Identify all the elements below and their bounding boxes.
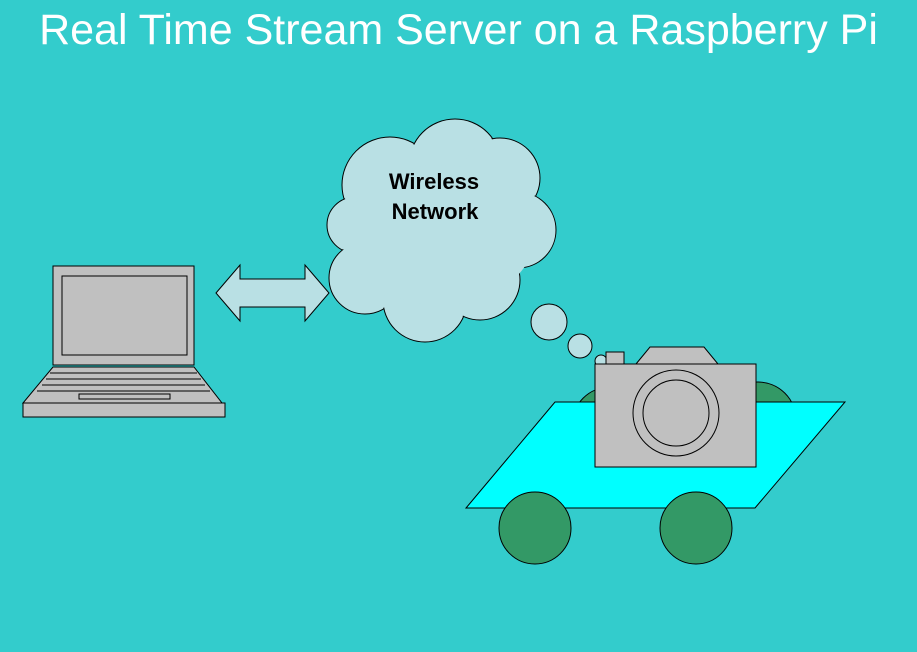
front-wheel-left [499, 492, 571, 564]
cloud-label-line2: Network [392, 199, 480, 224]
front-wheel-right [660, 492, 732, 564]
double-arrow-icon [216, 265, 329, 321]
cloud-icon [327, 119, 607, 367]
cloud-label-line1: Wireless [389, 169, 479, 194]
camera-icon [595, 347, 756, 467]
laptop-icon [23, 266, 225, 417]
